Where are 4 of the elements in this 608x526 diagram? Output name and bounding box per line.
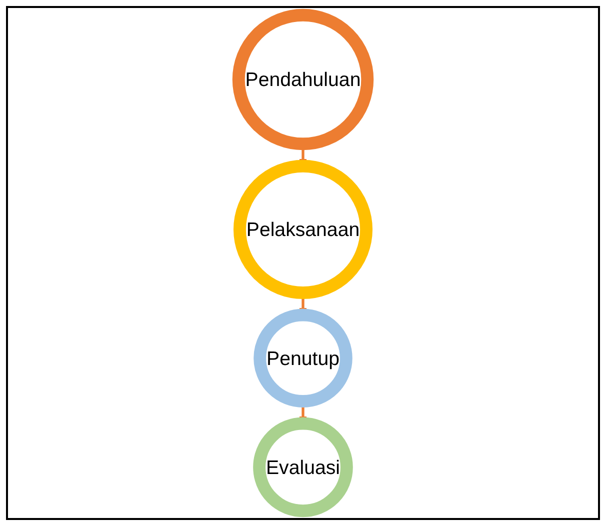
node-circle: Pelaksanaan — [233, 160, 373, 299]
node-circle: Pendahuluan — [232, 8, 374, 150]
node-circle: Penutup — [254, 308, 352, 408]
node-circle: Evaluasi — [253, 417, 353, 518]
